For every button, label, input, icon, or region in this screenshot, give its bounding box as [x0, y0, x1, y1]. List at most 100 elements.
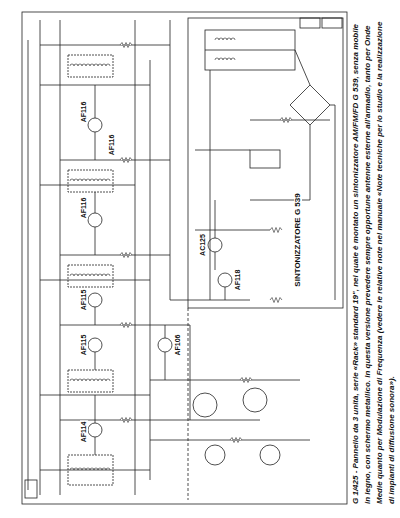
transistor-label: AF118: [234, 269, 242, 292]
coil-winding: [78, 274, 82, 276]
coil-winding: [98, 64, 102, 66]
resistor-symbol: [120, 43, 132, 48]
coil-winding: [227, 38, 231, 40]
coil-winding: [98, 468, 102, 470]
transistor-label: AF106: [174, 333, 182, 356]
coil-winding: [74, 274, 78, 276]
switch-symbol: [193, 393, 217, 417]
coil-winding: [94, 179, 98, 181]
transistor-label: AF115: [80, 334, 88, 357]
transistor-symbol: [218, 273, 232, 287]
coil-winding: [90, 379, 94, 381]
switch-symbol: [260, 445, 280, 465]
resistor-symbol: [120, 323, 132, 328]
transistor-symbol: [88, 118, 102, 132]
coil-winding: [94, 468, 98, 470]
resistor-symbol: [270, 228, 282, 233]
coil-winding: [74, 379, 78, 381]
transistor-symbol: [158, 338, 172, 352]
coil-winding: [70, 379, 74, 381]
caption: G 1/425 - Pannello da 3 unità, serie «Ra…: [350, 16, 398, 504]
transistor-symbol: [88, 293, 102, 307]
switch-symbol: [205, 445, 225, 465]
coil-winding: [90, 179, 94, 181]
coil-winding: [106, 64, 110, 66]
coil-winding: [102, 64, 106, 66]
coil-winding: [223, 58, 227, 60]
coil-winding: [106, 274, 110, 276]
coil-winding: [70, 468, 74, 470]
coil-winding: [102, 179, 106, 181]
coil-winding: [82, 64, 86, 66]
coil-winding: [102, 274, 106, 276]
coil-winding: [94, 64, 98, 66]
coil-winding: [227, 58, 231, 60]
panel-title: SINTONIZZATORE G 539: [294, 192, 302, 287]
resistor-symbol: [270, 298, 282, 303]
coil-winding: [223, 38, 227, 40]
transistor-label: AF115: [80, 289, 88, 312]
coil-winding: [74, 179, 78, 181]
coil-winding: [98, 274, 102, 276]
coil-winding: [82, 179, 86, 181]
coil-winding: [86, 64, 90, 66]
divider: [188, 308, 189, 500]
coil-winding: [82, 379, 86, 381]
bridge-rectifier: [290, 85, 330, 125]
coil-winding: [86, 468, 90, 470]
tuner-panel: [188, 18, 343, 308]
transistor-label: AF114: [80, 421, 88, 444]
coil-winding: [82, 468, 86, 470]
coil-winding: [74, 468, 78, 470]
chassis-frame: [22, 12, 347, 504]
bus-wire: [135, 20, 136, 495]
coil-winding: [219, 38, 223, 40]
transistor-symbol: [88, 213, 102, 227]
transformer-symbol: [205, 30, 295, 70]
coil-winding: [106, 468, 110, 470]
bus-wire: [150, 60, 151, 480]
transistor-label: AF116: [108, 134, 116, 157]
coil-winding: [90, 468, 94, 470]
transistor-symbol: [88, 338, 102, 352]
coil-winding: [78, 64, 82, 66]
coil-winding: [94, 379, 98, 381]
coil-winding: [70, 64, 74, 66]
coil-winding: [78, 379, 82, 381]
coil-winding: [231, 58, 235, 60]
transistor-label: AF116: [80, 197, 88, 220]
coil-winding: [90, 274, 94, 276]
resistor-symbol: [280, 118, 292, 123]
transistor-label: AF116: [80, 101, 88, 124]
coil-winding: [106, 179, 110, 181]
resistor-symbol: [120, 158, 132, 163]
coil-winding: [98, 179, 102, 181]
coil-winding: [74, 64, 78, 66]
coil-winding: [215, 38, 219, 40]
coil-winding: [86, 379, 90, 381]
resistor-symbol: [230, 438, 242, 443]
bus-wire: [40, 20, 41, 495]
bus-wire: [60, 20, 61, 495]
coil-winding: [219, 58, 223, 60]
resistor-symbol: [120, 253, 132, 258]
coil-winding: [90, 64, 94, 66]
coil-winding: [106, 379, 110, 381]
transistor-symbol: [88, 423, 102, 437]
coil-winding: [102, 379, 106, 381]
coil-winding: [78, 179, 82, 181]
transistor-label: AC125: [199, 233, 207, 257]
coil-winding: [86, 274, 90, 276]
resistor-symbol: [120, 418, 132, 423]
coil-winding: [215, 58, 219, 60]
coil-winding: [94, 274, 98, 276]
coil-winding: [70, 274, 74, 276]
coil-winding: [70, 179, 74, 181]
coil-winding: [82, 274, 86, 276]
resistor-symbol: [240, 378, 252, 383]
coil-winding: [78, 468, 82, 470]
coil-winding: [86, 179, 90, 181]
coil-winding: [231, 38, 235, 40]
coil-winding: [98, 379, 102, 381]
